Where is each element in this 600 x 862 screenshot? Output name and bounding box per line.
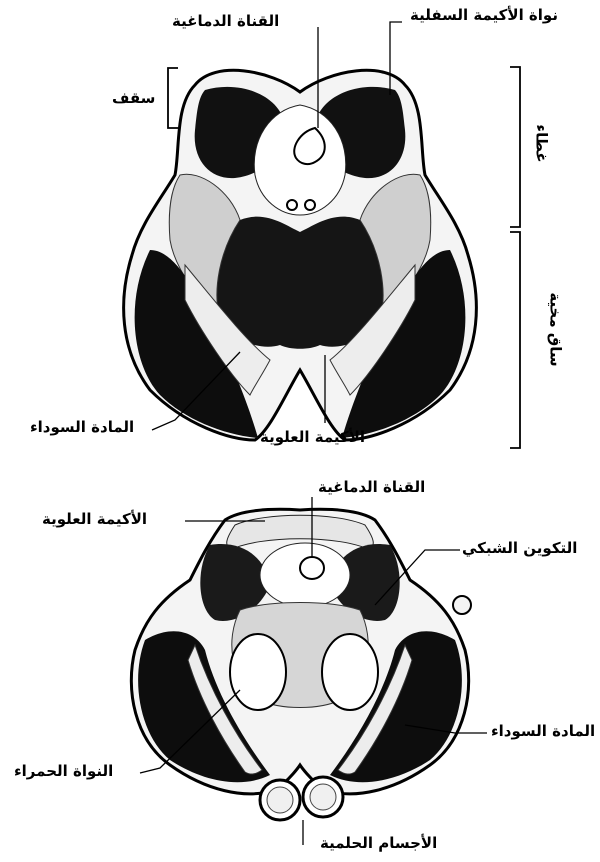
lower-right-side-nub <box>453 596 471 614</box>
label-top-cerebral-peduncle: ساق مخية <box>548 292 563 366</box>
label-bottom-red-nucleus: النواة الحمراء <box>14 764 113 779</box>
label-bottom-substantia-nigra: المادة السوداء <box>491 724 595 739</box>
lower-cerebral-aqueduct <box>300 557 324 579</box>
lower-left-mammillary-body-inner <box>267 787 293 813</box>
label-bottom-cerebral-aqueduct: القناة الدماغية <box>318 480 425 495</box>
label-bottom-superior-colliculus: الأكيمة العلوية <box>42 512 147 527</box>
label-top-inferior-colliculus-nucleus: نواة الأكيمة السفلية <box>410 8 558 23</box>
lower-right-red-nucleus <box>322 634 378 710</box>
upper-tegmentum-core <box>214 217 385 349</box>
upper-small-nucleus-left <box>287 200 297 210</box>
label-top-superior-colliculus: الأكيمة العلوية <box>260 430 365 445</box>
upper-small-nucleus-right <box>305 200 315 210</box>
bracket-roof <box>168 68 178 128</box>
lower-left-red-nucleus <box>230 634 286 710</box>
bracket-cerebral-peduncle <box>510 232 520 448</box>
upper-midbrain-section <box>124 22 520 448</box>
label-bottom-reticular-formation: التكوين الشبكي <box>462 541 577 556</box>
bracket-tegmentum <box>510 67 520 227</box>
lower-right-mammillary-body-inner <box>310 784 336 810</box>
label-top-cerebral-aqueduct: القناة الدماغية <box>172 14 279 29</box>
label-top-roof: سقف <box>112 91 155 106</box>
label-top-substantia-nigra: المادة السوداء <box>30 420 134 435</box>
label-bottom-mammillary-bodies: الأجسام الحلمية <box>320 836 437 851</box>
lower-midbrain-section <box>131 497 487 845</box>
label-top-tegmentum: غطاء <box>534 124 549 162</box>
